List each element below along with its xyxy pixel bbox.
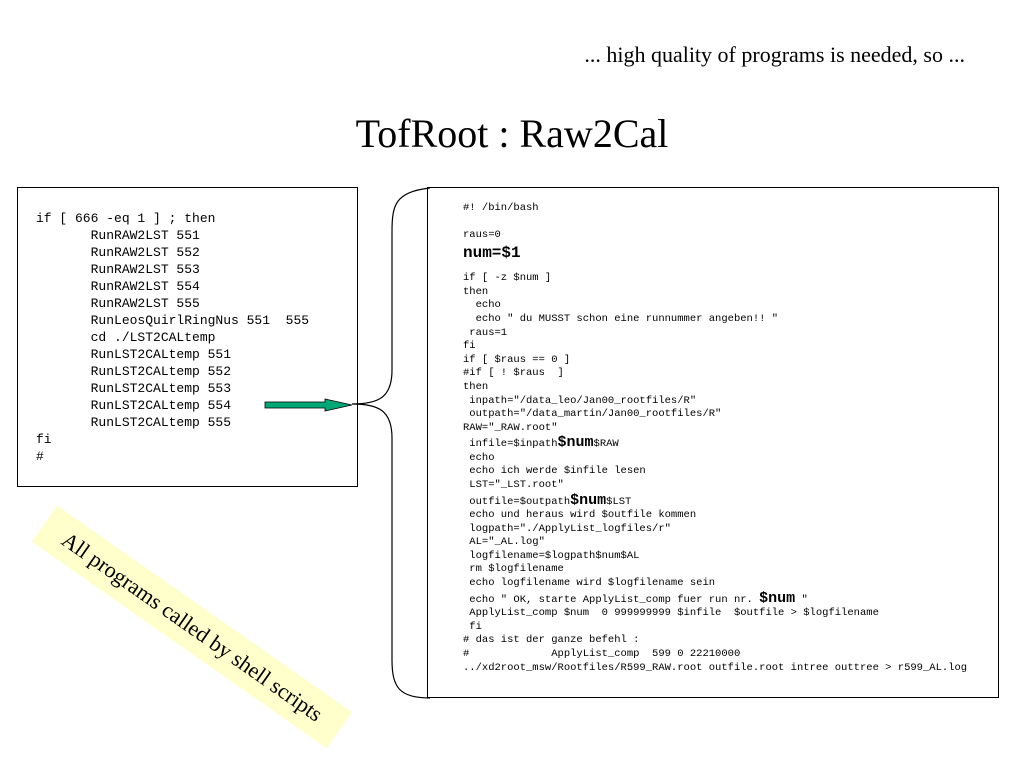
code-line: echo logfilename wird $logfilename sein — [463, 577, 716, 590]
code-line: outpath="/data_martin/Jan00_rootfiles/R" — [463, 408, 722, 421]
brace-curve — [351, 187, 431, 699]
code-line: RunRAW2LST 551 — [36, 228, 200, 243]
code-line: RunLST2CALtemp 553 — [36, 381, 232, 396]
code-line: RunRAW2LST 555 — [36, 296, 200, 311]
code-line: echo ich werde $infile lesen — [463, 465, 646, 478]
code-block-a: if [ -z $num ]then echo echo " du MUSST … — [463, 272, 998, 435]
code-line: # — [36, 449, 44, 464]
code-block-d: ApplyList_comp $num 0 999999999 $infile … — [463, 607, 998, 675]
code-line-echo-ok: echo " OK, starte ApplyList_comp fuer ru… — [463, 589, 998, 608]
code-line: cd ./LST2CALtemp — [36, 330, 216, 345]
code-line: AL="_AL.log" — [463, 536, 545, 549]
code-line: RAW="_RAW.root" — [463, 421, 558, 434]
code-line: echo " du MUSST schon eine runnummer ang… — [463, 312, 779, 325]
code-line-infile: infile=$inpath$num$RAW — [463, 435, 998, 452]
slide-title: TofRoot : Raw2Cal — [355, 111, 669, 156]
code-line-outfile: outfile=$outpath$num$LST — [463, 491, 998, 510]
code-line: inpath="/data_leo/Jan00_rootfiles/R" — [463, 394, 697, 407]
code-line: RunRAW2LST 553 — [36, 262, 200, 277]
code-text: " — [795, 593, 808, 606]
code-line: logpath="./ApplyList_logfiles/r" — [463, 522, 671, 535]
code-line: # ApplyList_comp 599 0 22210000 — [463, 647, 741, 660]
code-text: outfile=$outpath — [463, 495, 571, 508]
code-line: echo — [463, 299, 501, 312]
arrow-icon — [264, 398, 353, 412]
code-line: then — [463, 380, 489, 393]
code-line: RunLST2CALtemp 555 — [36, 415, 232, 430]
code-line: LST="_LST.root" — [463, 479, 564, 491]
code-line-shebang: #! /bin/bash — [463, 202, 539, 214]
code-line: ../xd2root_msw/Rootfiles/R599_RAW.root o… — [463, 661, 968, 674]
code-line: if [ $raus == 0 ] — [463, 353, 571, 366]
code-line: RunRAW2LST 554 — [36, 279, 200, 294]
header-note: ... high quality of programs is needed, … — [584, 42, 965, 67]
code-line: logfilename=$logpath$num$AL — [463, 549, 640, 562]
num-highlight: $num — [557, 434, 594, 452]
code-block-c: echo und heraus wird $outfile kommen log… — [463, 509, 998, 591]
num-highlight: $num — [570, 491, 607, 509]
code-line: #if [ ! $raus ] — [463, 367, 564, 380]
num-highlight: $num — [759, 589, 796, 607]
code-text: $RAW — [593, 438, 619, 451]
code-text: infile=$inpath — [463, 438, 558, 451]
code-line: RunLST2CALtemp 552 — [36, 364, 232, 379]
code-text: echo " OK, starte ApplyList_comp fuer ru… — [463, 593, 760, 606]
left-script-box: if [ 666 -eq 1 ] ; then RunRAW2LST 551 R… — [17, 187, 358, 487]
code-line: echo und heraus wird $outfile kommen — [463, 509, 697, 522]
code-line: # das ist der ganze befehl : — [463, 634, 640, 647]
code-line-num-assign: num=$1 — [463, 244, 521, 263]
code-line: fi — [463, 620, 482, 633]
code-text: $LST — [606, 495, 632, 508]
code-line: fi — [36, 432, 52, 447]
code-line: ApplyList_comp $num 0 999999999 $infile … — [463, 607, 879, 620]
code-block-b: echo echo ich werde $infile lesen LST="_… — [463, 452, 998, 493]
right-script-box: #! /bin/bash raus=0 num=$1 if [ -z $num … — [427, 187, 999, 698]
code-line: echo — [463, 451, 495, 464]
code-line: RunLeosQuirlRingNus 551 555 — [36, 313, 310, 328]
code-line: RunRAW2LST 552 — [36, 245, 200, 260]
code-line: fi — [463, 340, 476, 353]
code-line: if [ -z $num ] — [463, 272, 552, 285]
code-line: raus=1 — [463, 326, 508, 339]
code-line: RunLST2CALtemp 554 — [36, 398, 232, 413]
code-line: then — [463, 285, 489, 298]
code-line: if [ 666 -eq 1 ] ; then — [36, 211, 216, 226]
code-line: rm $logfilename — [463, 563, 564, 576]
code-line-raus: raus=0 — [463, 228, 501, 241]
code-line: RunLST2CALtemp 551 — [36, 347, 232, 362]
